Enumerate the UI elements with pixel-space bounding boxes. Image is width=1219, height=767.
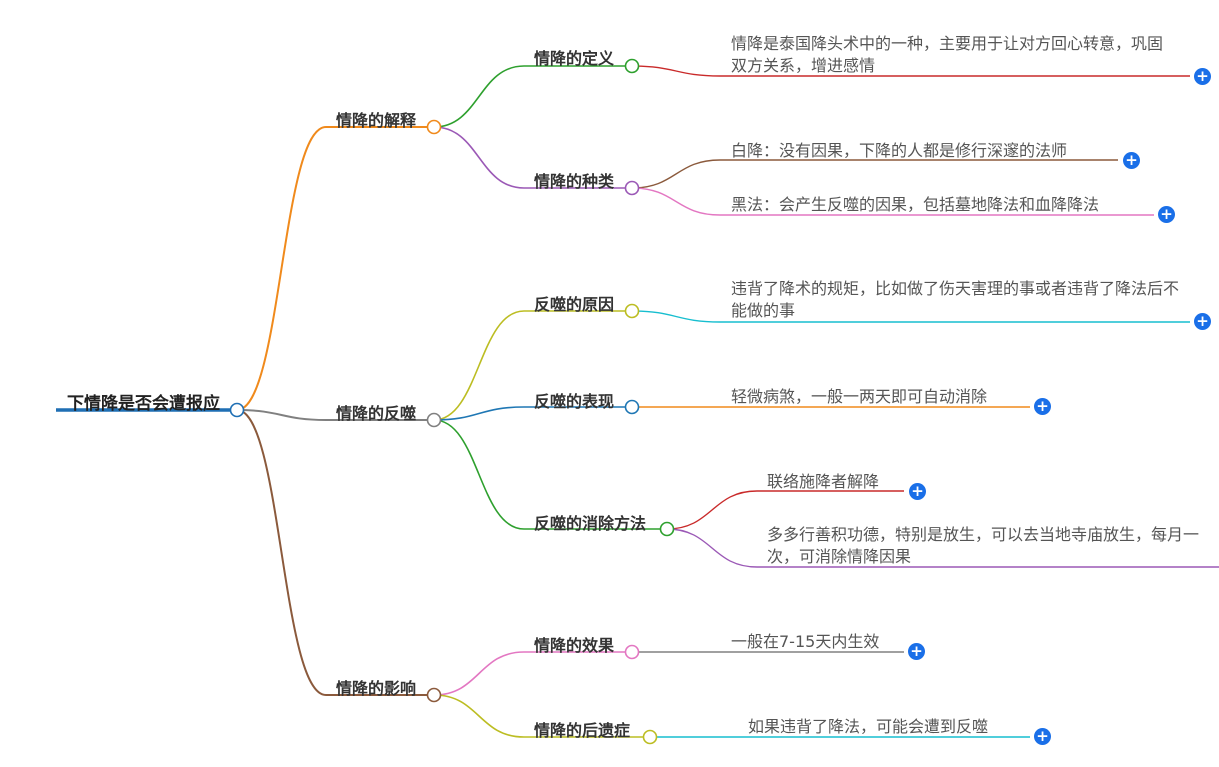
leaf-white-magic[interactable]: 白降：没有因果，下降的人都是修行深邃的法师 — [731, 141, 1068, 160]
root-branch-line — [236, 126, 327, 411]
collapse-toggle-icon[interactable] — [659, 521, 675, 537]
topic-effect[interactable]: 情降的效果 — [534, 636, 615, 655]
branch-line — [433, 406, 525, 421]
topic-aftereffects[interactable]: 情降的后遗症 — [534, 721, 631, 740]
leaf-backlash-symptoms[interactable]: 轻微病煞，一般一两天即可自动消除 — [731, 387, 988, 406]
leaf-definition-text[interactable]: 情降是泰国降头术中的一种，主要用于让对方回心转意，巩固双方关系，增进感情 — [731, 34, 1164, 75]
expand-plus-icon[interactable]: + — [1194, 68, 1211, 85]
topic-explanation[interactable]: 情降的解释 — [336, 111, 417, 130]
leaf-line — [666, 528, 758, 568]
leaf-good-deeds[interactable]: 多多行善积功德，特别是放生，可以去当地寺庙放生，每月一次，可消除情降因果 — [767, 525, 1200, 566]
branch-line — [433, 310, 525, 421]
leaf-line — [631, 310, 721, 323]
collapse-toggle-icon[interactable] — [426, 687, 442, 703]
leaf-contact-caster[interactable]: 联络施降者解降 — [767, 472, 880, 491]
collapse-toggle-icon[interactable] — [642, 729, 658, 745]
expand-plus-icon[interactable]: + — [1034, 728, 1051, 745]
topic-backlash-cause[interactable]: 反噬的原因 — [534, 295, 615, 314]
leaf-line — [631, 65, 721, 77]
expand-plus-icon[interactable]: + — [1158, 206, 1175, 223]
leaf-line — [631, 159, 721, 189]
collapse-toggle-icon[interactable] — [229, 402, 245, 418]
leaf-backlash-cause[interactable]: 违背了降术的规矩，比如做了伤天害理的事或者违背了降法后不能做的事 — [731, 279, 1180, 320]
root-topic[interactable]: 下情降是否会遭报应 — [67, 394, 220, 414]
branch-line — [433, 419, 525, 530]
topic-backlash-symptoms[interactable]: 反噬的表现 — [534, 392, 615, 411]
topic-backlash-removal[interactable]: 反噬的消除方法 — [534, 514, 647, 533]
leaf-aftereffects-text[interactable]: 如果违背了降法，可能会遭到反噬 — [748, 717, 989, 736]
root-branch-line — [236, 409, 327, 421]
expand-plus-icon[interactable]: + — [909, 483, 926, 500]
expand-plus-icon[interactable]: + — [908, 643, 925, 660]
leaf-line — [666, 490, 758, 530]
branch-line — [433, 65, 525, 128]
collapse-toggle-icon[interactable] — [624, 180, 640, 196]
topic-backlash[interactable]: 情降的反噬 — [336, 404, 417, 423]
leaf-black-magic[interactable]: 黑法：会产生反噬的因果，包括墓地降法和血降降法 — [731, 195, 1100, 214]
branch-line — [433, 694, 525, 738]
expand-plus-icon[interactable]: + — [1194, 313, 1211, 330]
collapse-toggle-icon[interactable] — [624, 58, 640, 74]
collapse-toggle-icon[interactable] — [426, 119, 442, 135]
root-branch-line — [236, 409, 327, 696]
branch-line — [433, 126, 525, 189]
topic-influence[interactable]: 情降的影响 — [336, 679, 417, 698]
leaf-effect-time[interactable]: 一般在7-15天内生效 — [731, 632, 880, 651]
topic-types[interactable]: 情降的种类 — [534, 172, 615, 191]
collapse-toggle-icon[interactable] — [624, 399, 640, 415]
collapse-toggle-icon[interactable] — [426, 412, 442, 428]
expand-plus-icon[interactable]: + — [1034, 398, 1051, 415]
branch-line — [433, 651, 525, 696]
expand-plus-icon[interactable]: + — [1123, 152, 1140, 169]
leaf-line — [631, 187, 721, 216]
topic-definition[interactable]: 情降的定义 — [534, 49, 615, 68]
collapse-toggle-icon[interactable] — [624, 644, 640, 660]
collapse-toggle-icon[interactable] — [624, 303, 640, 319]
